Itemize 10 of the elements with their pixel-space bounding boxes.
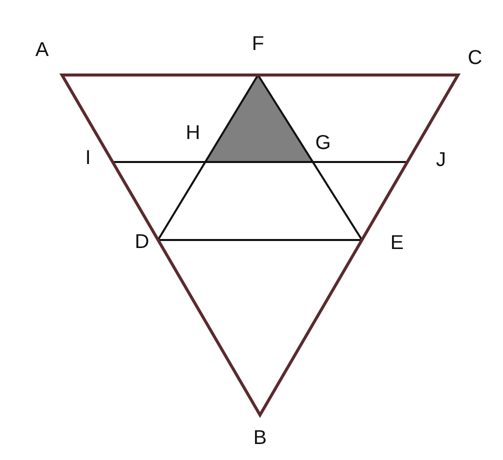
vertex-label: J [436,149,446,171]
vertex-label: D [134,231,150,253]
vertex-label: H [186,122,200,144]
vertex-label: E [390,232,404,254]
vertex-label: C [468,47,482,69]
vertex-label: I [85,147,91,169]
vertex-label: F [252,33,264,55]
vertex-label: A [35,39,49,61]
vertex-label: G [315,132,331,154]
vertex-label: B [253,427,267,449]
